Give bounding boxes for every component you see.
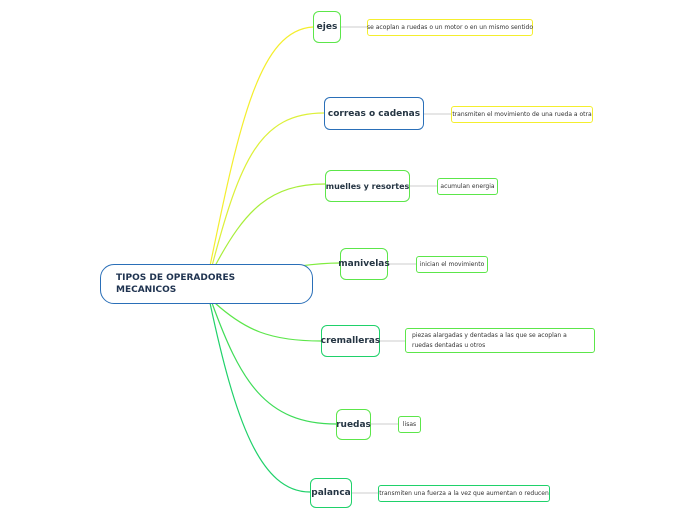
note-ruedas[interactable]: lisas: [398, 416, 421, 433]
topic-cremalleras[interactable]: cremalleras: [321, 325, 380, 357]
link-root-ruedas: [211, 302, 337, 425]
topic-palanca[interactable]: palanca: [310, 478, 352, 508]
root-topic-label: TIPOS DE OPERADORES MECANICOS: [116, 273, 236, 295]
topic-muelles-y-resortes-label: muelles y resortes: [325, 181, 410, 191]
topic-cremalleras-label: cremalleras: [320, 336, 381, 346]
note-ejes-text: se acoplan a ruedas o un motor o en un m…: [367, 24, 533, 31]
topic-correas-o-cadenas-label: correas o cadenas: [327, 108, 421, 119]
note-palanca-text: transmiten una fuerza a la vez que aumen…: [379, 490, 549, 497]
note-ruedas-text: lisas: [402, 421, 417, 428]
note-manivelas[interactable]: inician el movimiento: [416, 256, 488, 273]
topic-manivelas[interactable]: manivelas: [338, 248, 390, 280]
note-muelles-y-resortes-text: acumulan energia: [440, 183, 495, 190]
root-topic[interactable]: TIPOS DE OPERADORES MECANICOS: [100, 264, 313, 304]
topic-ruedas-label: ruedas: [336, 419, 371, 430]
link-root-correas: [211, 112, 325, 267]
topic-correas-o-cadenas[interactable]: correas o cadenas: [324, 97, 424, 130]
link-root-cremalleras: [214, 302, 322, 342]
topic-muelles-y-resortes[interactable]: muelles y resortes: [325, 170, 410, 202]
topic-palanca-label: palanca: [311, 488, 351, 498]
link-root-palanca: [209, 302, 311, 493]
note-ejes[interactable]: se acoplan a ruedas o un motor o en un m…: [367, 19, 533, 36]
note-cremalleras-text: piezas alargadas y dentadas a las que se…: [412, 331, 567, 349]
topic-ruedas[interactable]: ruedas: [336, 409, 371, 440]
link-root-ejes: [209, 26, 314, 267]
note-cremalleras[interactable]: piezas alargadas y dentadas a las que se…: [405, 328, 595, 353]
link-root-muelles: [214, 183, 326, 267]
topic-ejes[interactable]: ejes: [313, 11, 341, 43]
note-correas-o-cadenas-text: transmiten el movimiento de una rueda a …: [452, 111, 592, 118]
note-manivelas-text: inician el movimiento: [419, 261, 485, 268]
note-muelles-y-resortes[interactable]: acumulan energia: [437, 178, 498, 195]
note-correas-o-cadenas[interactable]: transmiten el movimiento de una rueda a …: [451, 106, 593, 123]
note-palanca[interactable]: transmiten una fuerza a la vez que aumen…: [378, 485, 550, 502]
topic-ejes-label: ejes: [316, 22, 338, 32]
topic-manivelas-label: manivelas: [338, 259, 390, 269]
